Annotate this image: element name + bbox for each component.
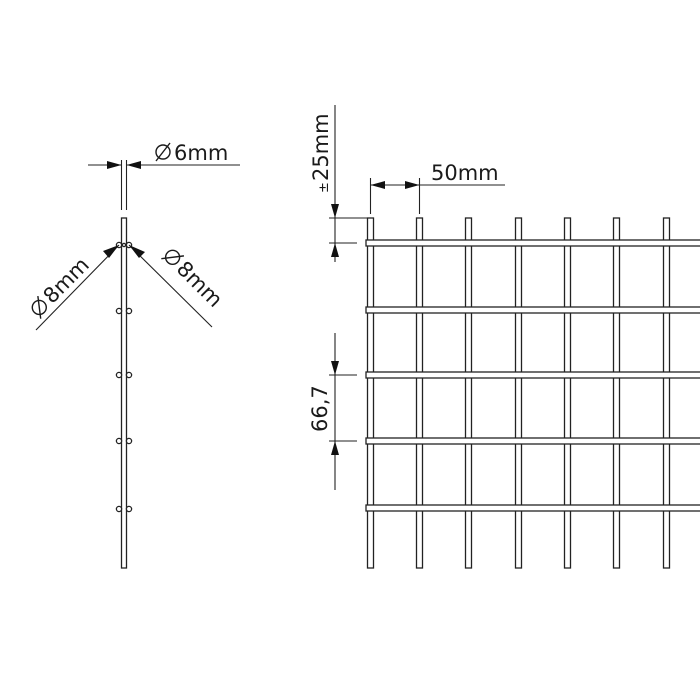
right-weld-diameter-label: 8mm: [172, 257, 227, 312]
horizontal-spacing-label: 50mm: [431, 161, 499, 185]
vertical-spacing-dimension: 66,7: [308, 333, 357, 490]
side-view: 6mm 8mm 8mm: [31, 141, 240, 569]
arrow-head: [370, 181, 385, 189]
vertical-wire: [464, 217, 473, 569]
vertical-wire: [415, 217, 424, 569]
vertical-wire: [662, 217, 671, 569]
horizontal-spacing-dimension: 50mm: [369, 161, 505, 214]
vertical-wires: [366, 217, 671, 569]
top-wire-diameter-label: 6mm: [174, 141, 228, 165]
horizontal-wire: [365, 437, 700, 445]
vertical-spacing-label: 66,7: [308, 385, 332, 432]
vertical-wire: [366, 217, 375, 569]
weld-node: [115, 371, 133, 379]
side-view-vertical-wire: [120, 217, 128, 569]
arrow-head: [331, 204, 339, 218]
front-view: 50mm ± 25mm 66,7: [308, 105, 700, 569]
arrow-head: [103, 245, 119, 258]
diameter-symbol-icon: [155, 142, 171, 162]
left-weld-diameter-label: 8mm: [39, 253, 94, 308]
horizontal-wire: [365, 371, 700, 379]
top-overhang-tolerance-symbol: ±: [317, 182, 332, 193]
weld-node: [115, 307, 133, 315]
top-wire-diameter-dimension: 6mm: [88, 141, 240, 210]
weld-nodes: [115, 241, 133, 513]
vertical-wire: [612, 217, 621, 569]
arrow-head: [405, 181, 420, 189]
diameter-symbol-icon: [31, 295, 47, 319]
horizontal-wire: [365, 239, 700, 247]
right-weld-diameter-dimension: 8mm: [128, 244, 227, 328]
vertical-wire: [563, 217, 572, 569]
horizontal-wire: [365, 504, 700, 512]
horizontal-wire: [365, 306, 700, 314]
weld-node: [115, 505, 133, 513]
horizontal-wires: [365, 239, 700, 512]
weld-node: [115, 437, 133, 445]
left-weld-diameter-dimension: 8mm: [31, 244, 120, 331]
arrow-head: [331, 243, 339, 257]
arrow-head: [129, 245, 145, 258]
arrow-head: [107, 161, 122, 169]
arrow-head: [331, 361, 339, 375]
diameter-symbol-icon: [161, 249, 185, 265]
arrow-head: [126, 161, 141, 169]
arrow-head: [331, 441, 339, 455]
vertical-wire: [514, 217, 523, 569]
top-overhang-label: 25mm: [309, 113, 333, 181]
top-overhang-dimension: ± 25mm: [309, 105, 367, 262]
